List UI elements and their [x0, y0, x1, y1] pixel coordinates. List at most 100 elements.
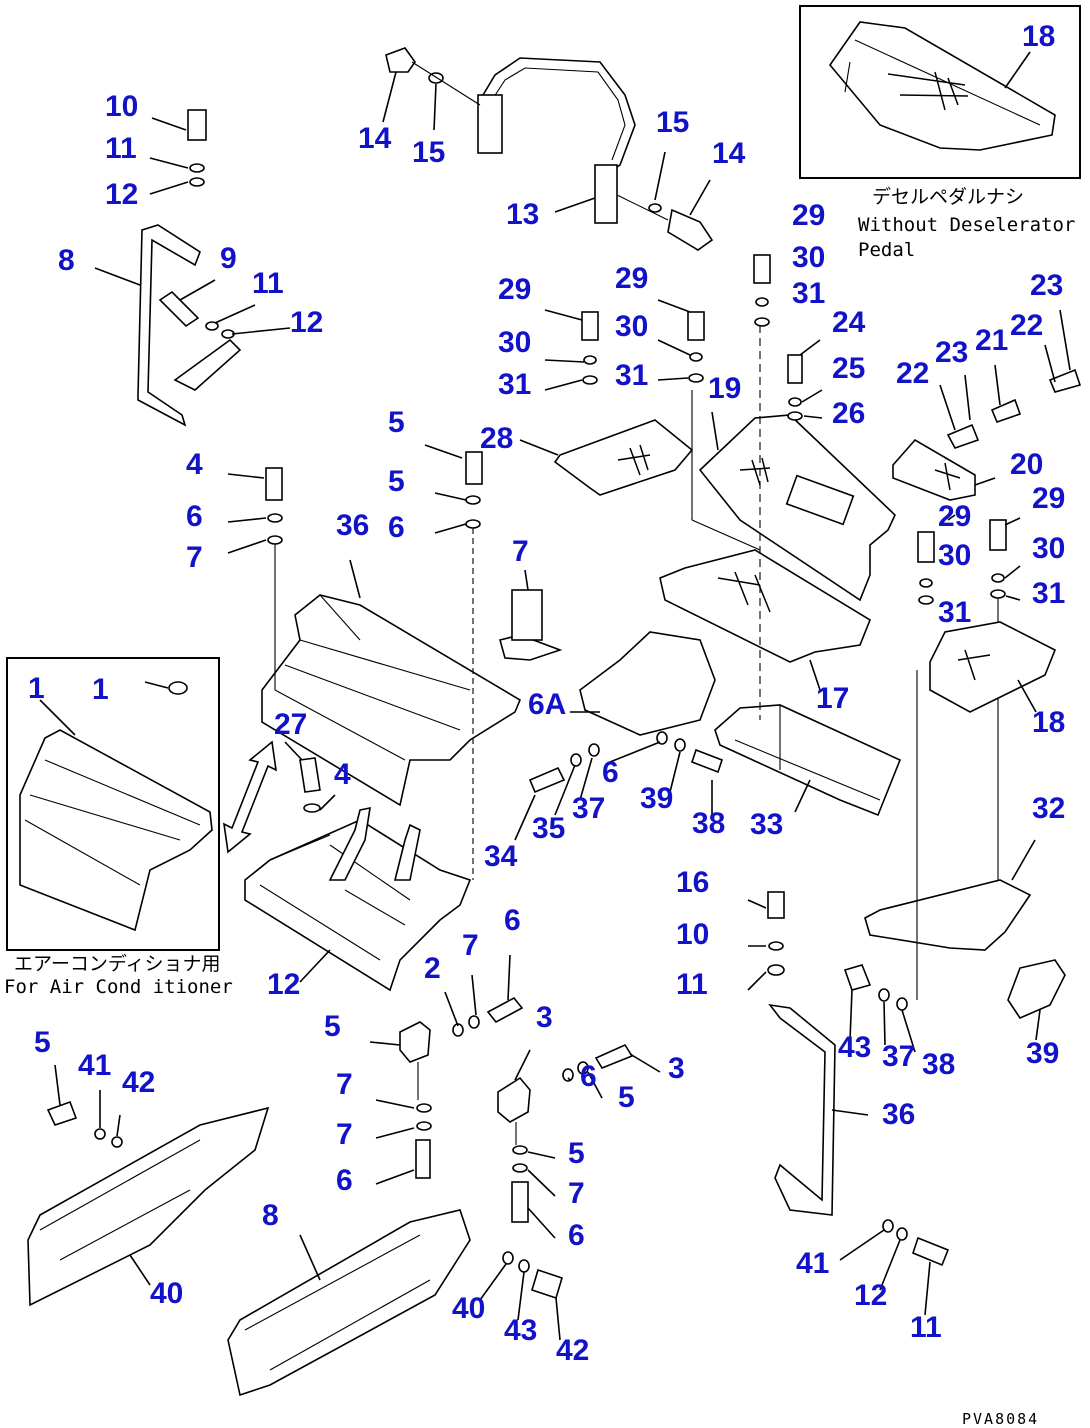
callout-19: 19	[708, 372, 741, 405]
bolt-5	[594, 1043, 634, 1069]
centerline	[411, 61, 481, 106]
bolt-29	[753, 254, 771, 284]
leader-line	[629, 1053, 661, 1073]
leader-line	[947, 514, 956, 521]
inset-air-conditioner: エアーコンディショナ用 For Air Cond itioner	[4, 657, 233, 998]
center-plate-assembly	[499, 325, 902, 817]
bolt-5	[511, 1181, 529, 1223]
callout-8: 8	[262, 1199, 279, 1232]
callout-7: 7	[186, 541, 203, 574]
leader-line	[544, 379, 583, 391]
leader-line	[669, 751, 681, 793]
support-edge	[734, 705, 881, 801]
frame-bracket	[328, 806, 371, 881]
callout-43: 43	[504, 1314, 537, 1347]
leader-line	[924, 1261, 931, 1316]
handrail-13	[479, 57, 636, 176]
leader-line	[747, 899, 767, 909]
bracket-16	[864, 879, 1032, 951]
cover-edge	[244, 1234, 431, 1371]
callout-12: 12	[854, 1279, 887, 1312]
washer-30	[689, 352, 703, 362]
washer-6	[512, 1163, 528, 1173]
hatch-mark	[934, 462, 961, 491]
grip-8	[768, 1003, 836, 1216]
callout-17: 17	[816, 682, 849, 715]
leader-line	[434, 523, 467, 534]
leader-line	[747, 971, 767, 991]
leader-line	[1059, 309, 1071, 371]
leader-line	[711, 411, 719, 451]
callout-6: 6	[504, 904, 521, 937]
washer-30	[755, 297, 769, 307]
callout-7: 7	[462, 929, 479, 962]
support-32	[714, 704, 902, 817]
inset-frame	[799, 5, 1081, 179]
callout-22: 22	[896, 357, 929, 390]
grip-plate	[173, 338, 242, 391]
drawing-code: PVA8084	[962, 1410, 1039, 1428]
callout-6: 6	[580, 1060, 597, 1093]
handrail-bracket	[477, 94, 503, 154]
callout-5: 5	[324, 1010, 341, 1043]
bolt-37	[690, 748, 724, 774]
bolt-29	[989, 519, 1007, 551]
callout-36: 36	[336, 509, 369, 542]
callout-20: 20	[1010, 448, 1043, 481]
leader-line	[517, 1271, 525, 1321]
floor-mat-1-inset	[19, 729, 213, 932]
leader-line	[382, 71, 397, 123]
callout-11: 11	[105, 132, 137, 165]
callout-11: 11	[910, 1311, 942, 1344]
callout-38: 38	[922, 1048, 955, 1081]
washer-38	[674, 738, 686, 752]
callout-29: 29	[1032, 482, 1065, 515]
leader-line	[299, 949, 331, 983]
callout-22: 22	[1010, 309, 1043, 342]
bolt-10	[767, 891, 785, 919]
bolt-10	[187, 109, 207, 141]
washer-30	[919, 578, 933, 588]
bolt-41	[531, 1268, 563, 1300]
leader-line	[527, 1207, 556, 1239]
leader-line	[883, 1001, 886, 1046]
callout-29: 29	[615, 262, 648, 295]
washer-31	[754, 317, 770, 327]
leader-line	[901, 1009, 916, 1053]
callout-32: 32	[1032, 792, 1065, 825]
leader-line	[689, 179, 711, 216]
leader-line	[964, 374, 971, 421]
washer-38	[878, 988, 890, 1002]
callout-3: 3	[668, 1052, 685, 1085]
inset-caption-en-2: Pedal	[858, 239, 915, 261]
leader-line	[284, 741, 303, 761]
washer-7	[267, 535, 283, 545]
callout-30: 30	[498, 326, 531, 359]
washer-15	[648, 203, 662, 213]
leader-line	[94, 267, 141, 286]
callout-29: 29	[792, 199, 825, 232]
leader-line	[831, 1109, 869, 1116]
cover-40-assembly	[27, 1100, 563, 1397]
callout-41: 41	[796, 1247, 829, 1280]
callout-30: 30	[792, 241, 825, 274]
right-grip-assembly	[767, 891, 950, 1267]
plate-20	[892, 438, 976, 501]
leader-lines	[54, 71, 1071, 1341]
cover-40	[227, 1209, 471, 1397]
washer-6	[303, 803, 321, 813]
washer-6	[577, 1061, 589, 1075]
hatch-mark	[887, 71, 969, 111]
washer-31	[918, 595, 934, 605]
callout-5: 5	[618, 1081, 635, 1114]
leader-line	[375, 1169, 415, 1185]
washer-25	[788, 397, 802, 407]
callout-6: 6	[388, 511, 405, 544]
washer-26	[787, 411, 803, 421]
callout-30: 30	[938, 539, 971, 572]
leader-line	[349, 559, 361, 599]
plate-28	[553, 419, 694, 496]
leader-line	[299, 1234, 321, 1281]
